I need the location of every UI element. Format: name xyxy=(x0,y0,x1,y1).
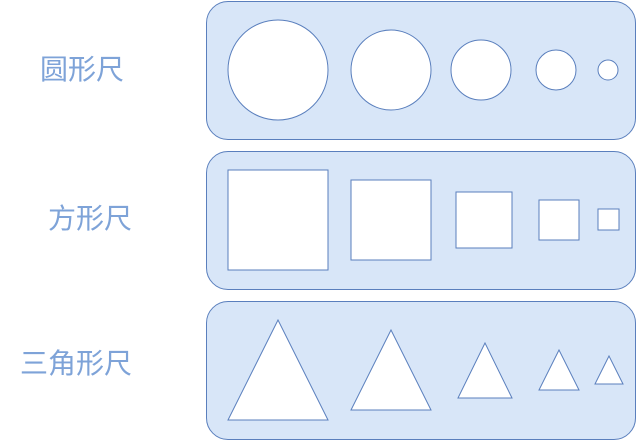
square-hole-1 xyxy=(227,169,329,271)
circle-hole-5 xyxy=(597,59,619,81)
triangle-hole-3 xyxy=(457,341,513,399)
triangle-hole-5 xyxy=(594,354,624,385)
circle-hole-1 xyxy=(227,19,329,121)
triangle-ruler-label: 三角形尺 xyxy=(20,347,133,380)
triangle-ruler-shapes xyxy=(227,318,624,421)
square-hole-5 xyxy=(597,208,620,231)
triangle-hole-2 xyxy=(350,328,432,411)
circle-ruler-shapes xyxy=(227,19,619,121)
circle-hole-2 xyxy=(350,29,432,111)
circle-ruler-label: 圆形尺 xyxy=(40,53,125,86)
square-hole-2 xyxy=(350,179,432,261)
square-hole-4 xyxy=(538,199,580,241)
square-ruler-label: 方形尺 xyxy=(48,202,133,235)
triangle-hole-4 xyxy=(538,348,580,391)
square-hole-3 xyxy=(455,191,513,249)
circle-hole-4 xyxy=(535,49,577,91)
circle-hole-3 xyxy=(450,39,512,101)
square-ruler-shapes xyxy=(227,169,620,271)
triangle-hole-1 xyxy=(227,318,329,421)
